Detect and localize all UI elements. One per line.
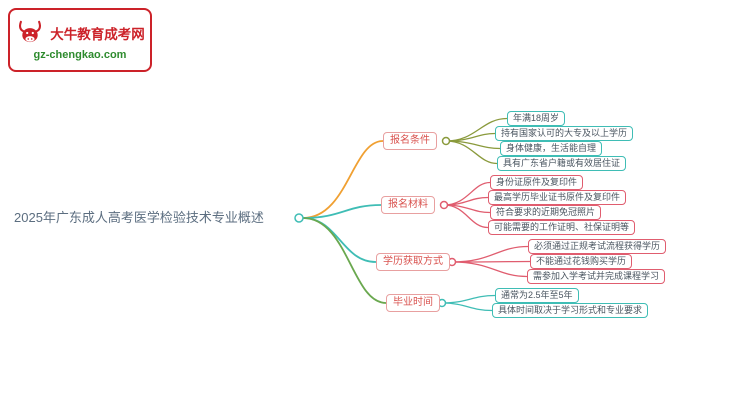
branch-node-signup-conditions[interactable]: 报名条件 — [383, 132, 437, 150]
leaf-node[interactable]: 最高学历毕业证书原件及复印件 — [488, 190, 627, 205]
node-dots — [294, 136, 457, 308]
leaf-node[interactable]: 必须通过正规考试流程获得学历 — [528, 239, 667, 254]
bull-icon — [19, 20, 42, 43]
logo-title: 大牛教育成考网 — [50, 27, 145, 42]
site-logo[interactable]: 大牛教育成考网 gz-chengkao.com — [8, 8, 152, 72]
branch-node-signup-materials[interactable]: 报名材料 — [381, 196, 435, 214]
branch-node-graduation-time[interactable]: 毕业时间 — [386, 294, 440, 312]
root-node[interactable]: 2025年广东成人高考医学检验技术专业概述 — [14, 210, 264, 225]
branch1-leaf-connectors — [445, 117, 508, 165]
logo-row: 大牛教育成考网 — [15, 19, 145, 47]
leaf-node[interactable]: 不能通过花钱购买学历 — [530, 254, 633, 269]
leaf-node[interactable]: 具体时间取决于学习形式和专业要求 — [492, 303, 649, 318]
leaf-node[interactable]: 通常为2.5年至5年 — [495, 288, 579, 303]
branch2-leaf-connectors — [443, 181, 491, 229]
branch4-leaf-connectors — [441, 294, 496, 312]
leaf-node[interactable]: 具有广东省户籍或有效居住证 — [497, 156, 627, 171]
branch-node-degree-method[interactable]: 学历获取方式 — [376, 253, 450, 271]
leaf-node[interactable]: 持有国家认可的大专及以上学历 — [495, 126, 634, 141]
leaf-node[interactable]: 身体健康，生活能自理 — [500, 141, 603, 156]
logo-url[interactable]: gz-chengkao.com — [33, 49, 127, 61]
branch3-leaf-connectors — [451, 245, 531, 278]
leaf-node[interactable]: 需参加入学考试并完成课程学习 — [527, 269, 666, 284]
leaf-node[interactable]: 身份证原件及复印件 — [490, 175, 584, 190]
leaf-node[interactable]: 可能需要的工作证明、社保证明等 — [488, 220, 636, 235]
leaf-node[interactable]: 符合要求的近期免冠照片 — [490, 205, 602, 220]
leaf-node[interactable]: 年满18周岁 — [507, 111, 566, 126]
root-branch-connectors — [302, 140, 387, 304]
